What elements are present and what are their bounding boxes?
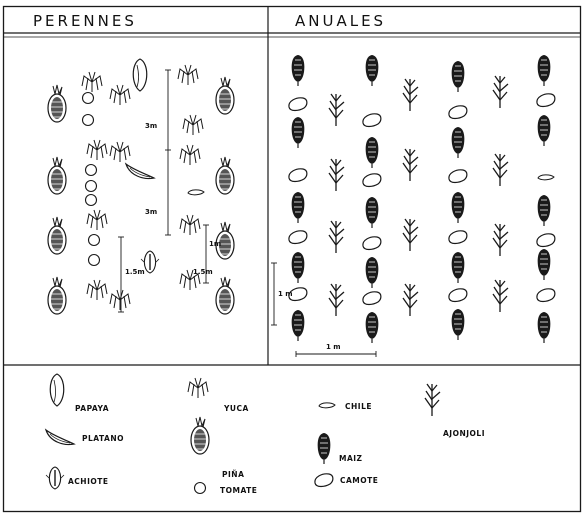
annual-header: ANUALES [295,12,386,30]
ajonjoli-icon [425,384,440,416]
dimension-label: 1m [209,240,221,248]
tomate-icon [195,483,206,494]
dimension-label: 3m [145,208,157,216]
legend-label-maiz: MAIZ [339,454,363,463]
dimension-label: 1.5m [193,268,213,276]
legend-label-camote: CAMOTE [340,476,378,485]
dimension-label: 3m [145,122,157,130]
legend-label-tomate: TOMATE [220,486,257,495]
annual-plot [271,55,555,357]
legend-label-papaya: PAPAYA [75,404,109,413]
dimension-label: 1.5m [125,268,145,276]
platano-icon [46,430,74,444]
pina-icon [191,417,209,454]
perennial-header: PERENNES [33,12,137,30]
camote-icon [315,474,333,487]
yuca-icon [188,378,208,398]
legend-label-yuca: YUCA [224,404,249,413]
legend-label-pina: PIÑA [222,470,244,479]
dimension-label: 1 m [326,343,341,351]
legend-label-achiote: ACHIOTE [68,477,109,486]
legend-label-chile: CHILE [345,402,372,411]
maiz-icon [318,433,331,464]
papaya-icon [50,374,64,406]
legend-label-platano: PLATANO [82,434,124,443]
dimension-label: 1 m [278,290,293,298]
chile-icon [319,403,335,408]
achiote-icon [46,467,64,489]
legend-label-ajonjoli: AJONJOLI [443,429,485,438]
